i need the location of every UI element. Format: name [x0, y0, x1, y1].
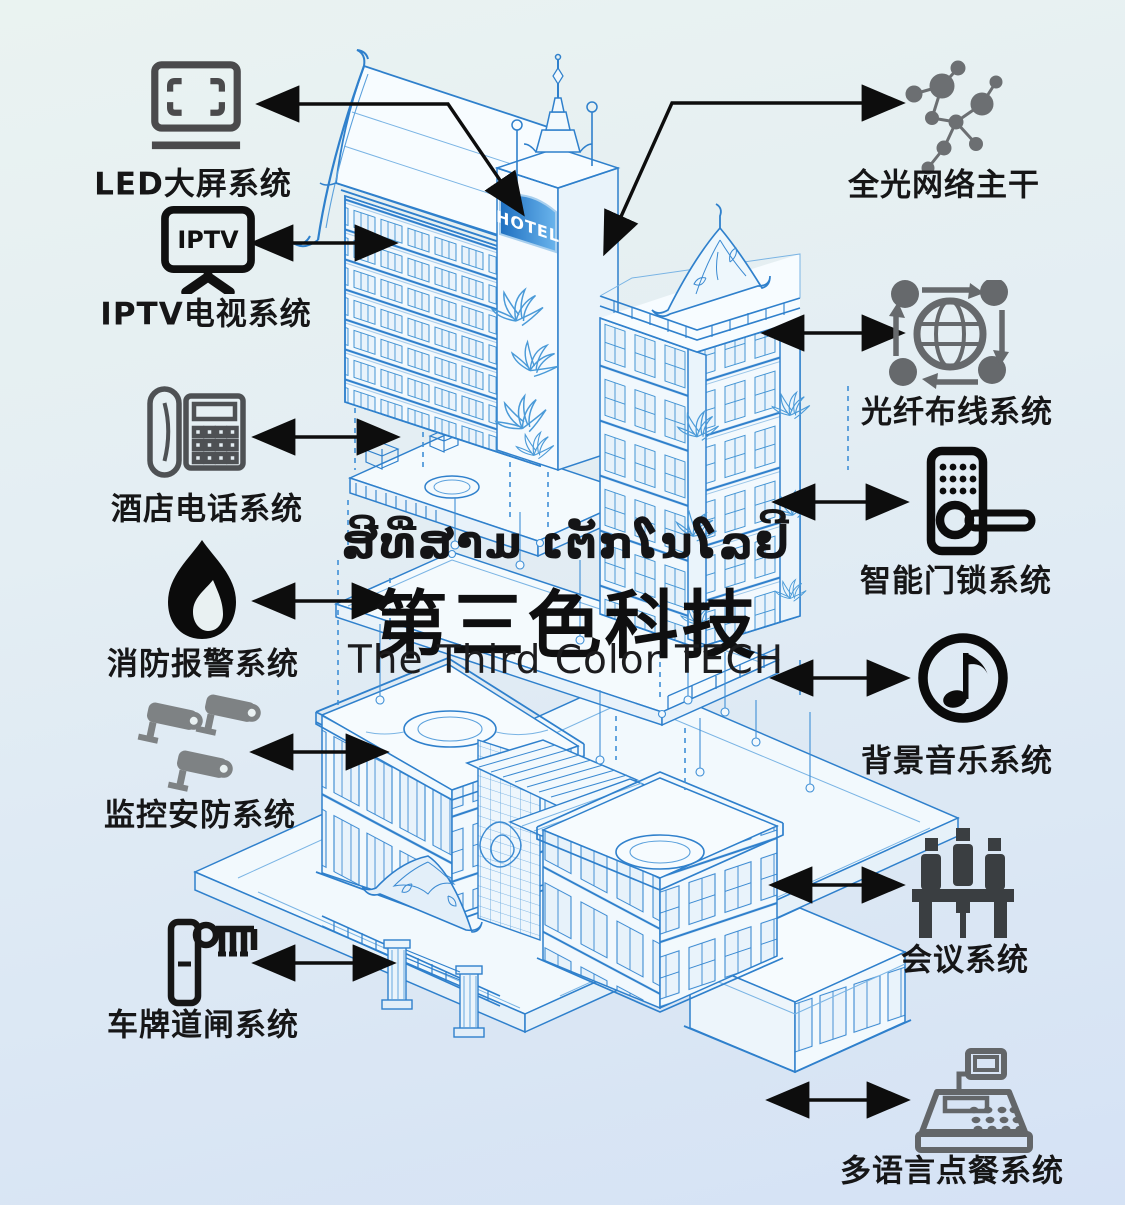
music-note-icon	[918, 633, 1008, 723]
iptv-screen-text: IPTV	[177, 226, 239, 254]
flame-icon	[168, 540, 236, 639]
watermark-english: The Third Color TECH	[347, 638, 785, 683]
label-iptv-system: IPTV电视系统	[100, 296, 312, 333]
label-plate-barrier-system: 车牌道闸系统	[107, 1007, 299, 1044]
label-optical-backbone: 全光网络主干	[848, 167, 1040, 204]
barrier-gate-icon	[167, 918, 258, 1007]
label-background-music-system: 背景音乐系统	[861, 743, 1053, 780]
led-screen-icon	[151, 61, 241, 150]
label-conference-system: 会议系统	[901, 942, 1029, 979]
door-lock-icon	[926, 446, 1036, 556]
label-fire-alarm-system: 消防报警系统	[107, 646, 299, 683]
annotation-arrows	[249, 84, 911, 1119]
cash-register-icon	[915, 1048, 1033, 1153]
watermark-lao: ສີທີ່ສາມ ເຕັກໂນໂລຢີ	[341, 518, 791, 569]
meeting-table-icon	[912, 828, 1014, 938]
label-cctv-security-system: 监控安防系统	[104, 797, 296, 834]
label-multilingual-ordering-system: 多语言点餐系统	[840, 1153, 1064, 1190]
cctv-cameras-icon	[137, 694, 261, 792]
right-wing	[599, 203, 814, 650]
watermark-chinese: 第三色科技	[373, 583, 759, 669]
label-fiber-cabling-system: 光纤布线系统	[861, 394, 1053, 431]
fiber-globe-icon	[889, 280, 1009, 389]
iptv-tv-icon: IPTV	[161, 206, 255, 294]
label-led-screen-system: LED大屏系统	[94, 166, 292, 203]
conference-block	[536, 771, 784, 1013]
mid-deck-lower	[333, 551, 781, 727]
suspension-wires	[375, 492, 815, 793]
label-hotel-phone-system: 酒店电话系统	[111, 491, 303, 528]
telephone-icon	[147, 386, 246, 478]
network-nodes-icon	[905, 60, 1003, 175]
label-smart-lock-system: 智能门锁系统	[860, 563, 1052, 600]
